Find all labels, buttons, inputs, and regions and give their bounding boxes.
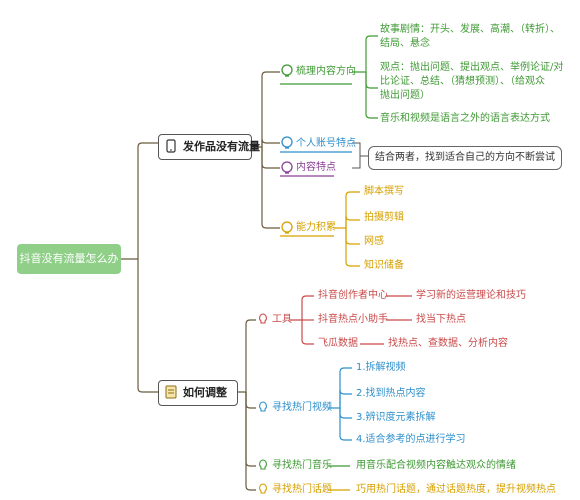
lightbulb-icon xyxy=(281,221,293,234)
ability-accumulation[interactable]: 能力积累 xyxy=(296,222,336,233)
personal-account-features[interactable]: 个人账号特点 xyxy=(296,138,356,149)
tool-name[interactable]: 飞瓜数据 xyxy=(318,338,358,349)
hot-video-step[interactable]: 3.辨识度元素拆解 xyxy=(356,412,436,423)
ability-item[interactable]: 网感 xyxy=(364,236,384,247)
music-video-expression: 音乐和视频是语言之外的语言表达方式 xyxy=(380,113,550,124)
branch-no-traffic[interactable]: 发作品没有流量 xyxy=(158,134,260,160)
hot-video-step[interactable]: 4.适合参考的点进行学习 xyxy=(356,434,466,445)
branch-no-traffic-label: 发作品没有流量 xyxy=(183,140,260,153)
bulb-outline-icon xyxy=(259,483,267,494)
hot-video-step[interactable]: 1.拆解视频 xyxy=(356,362,406,373)
hot-video-step[interactable]: 2.找到热点内容 xyxy=(356,388,426,399)
tool-desc: 找当下热点 xyxy=(416,314,466,325)
hot-music-desc: 用音乐配合视频内容触达观众的情绪 xyxy=(356,460,516,471)
branch-how-to-adjust-label: 如何调整 xyxy=(183,386,227,399)
ability-item[interactable]: 脚本撰写 xyxy=(364,186,404,197)
content-features[interactable]: 内容特点 xyxy=(296,162,336,173)
root-topic[interactable]: 抖音没有流量怎么办 xyxy=(17,244,121,274)
tool-desc: 找热点、查数据、分析内容 xyxy=(388,338,508,349)
find-hot-music[interactable]: 寻找热门音乐 xyxy=(272,460,332,471)
sort-content-direction[interactable]: 梳理内容方向 xyxy=(296,66,356,77)
ability-item[interactable]: 拍摄剪辑 xyxy=(364,212,404,223)
story-plot-line2: 结局、悬念 xyxy=(380,38,430,49)
combine-note: 结合两者，找到适合自己的方向不断尝试 xyxy=(368,146,562,170)
find-hot-topic[interactable]: 寻找热门话题 xyxy=(272,484,332,495)
bulb-outline-icon xyxy=(259,459,267,470)
viewpoint-line3: 抛出问题） xyxy=(380,90,430,101)
ability-item[interactable]: 知识储备 xyxy=(364,260,404,271)
tool-name[interactable]: 抖音热点小助手 xyxy=(318,314,388,325)
notepad-icon xyxy=(165,385,177,399)
viewpoint-line2: 比论证、总结、（猜想预测）、（给观众 xyxy=(380,76,545,87)
hot-topic-desc: 巧用热门话题，通过话题热度，提升视频热点 xyxy=(356,484,556,495)
tool-name[interactable]: 抖音创作者中心 xyxy=(318,290,388,301)
lightbulb-icon xyxy=(281,64,293,77)
story-plot-line1: 故事剧情：开头、发展、高潮、（转折）、 xyxy=(380,24,560,35)
viewpoint-line1: 观点：抛出问题、提出观点、举例论证/对 xyxy=(380,62,564,73)
bulb-outline-icon xyxy=(259,313,267,324)
tool-desc: 学习新的运营理论和技巧 xyxy=(416,290,526,301)
bulb-outline-icon xyxy=(259,401,267,412)
lightbulb-icon xyxy=(281,161,293,174)
lightbulb-icon xyxy=(281,136,293,149)
find-hot-video[interactable]: 寻找热门视频 xyxy=(272,402,332,413)
phone-icon xyxy=(166,139,176,153)
tools-label[interactable]: 工具 xyxy=(272,314,292,325)
